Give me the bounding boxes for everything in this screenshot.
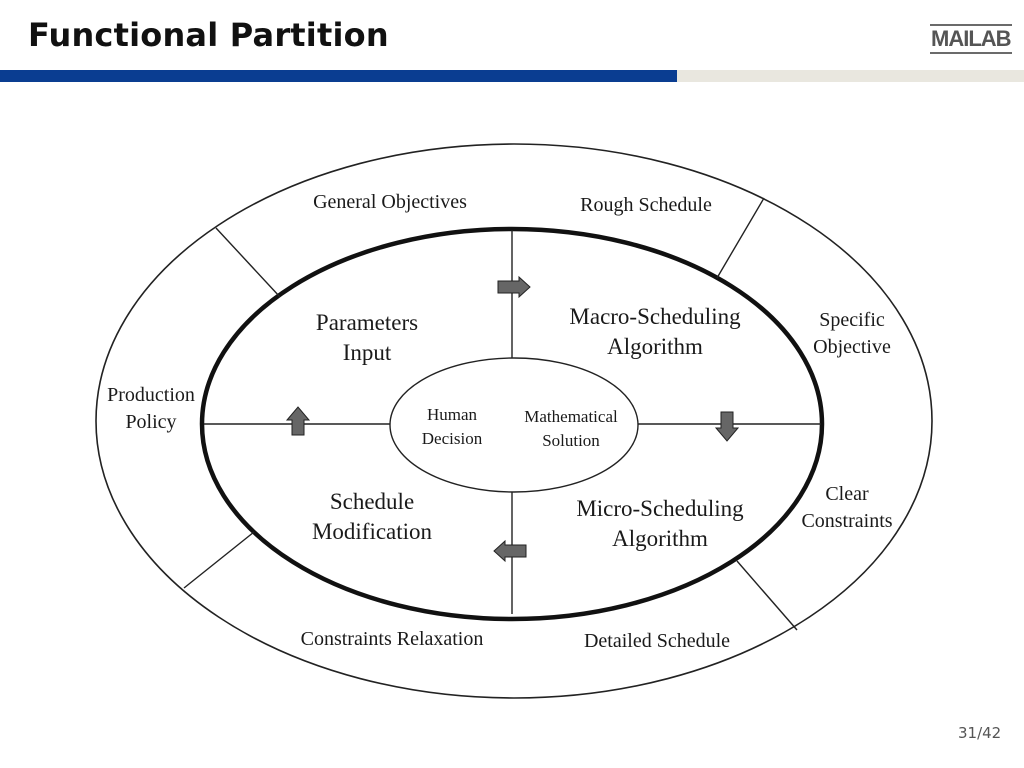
divider-production-policy xyxy=(183,531,255,589)
arrow-left-icon xyxy=(493,539,527,563)
label-macro-scheduling-line1: Macro-Scheduling xyxy=(569,304,741,329)
label-specific-objective-line2: Objective xyxy=(813,336,891,358)
label-specific-objective-line1: Specific xyxy=(819,309,885,331)
label-clear-constraints-line2: Constraints xyxy=(801,510,892,532)
slide-title: Functional Partition xyxy=(28,16,389,54)
label-general-objectives: General Objectives xyxy=(313,191,467,213)
mailab-logo: MAILAB xyxy=(930,24,1012,54)
label-parameters-input-line2: Input xyxy=(343,340,392,365)
label-mathematical-solution-line1: Mathematical xyxy=(524,407,618,426)
page-number: 31/42 xyxy=(958,724,1002,742)
label-human-decision-line2: Decision xyxy=(422,429,483,448)
label-constraints-relaxation: Constraints Relaxation xyxy=(301,628,484,650)
label-production-policy-line1: Production xyxy=(107,384,195,406)
label-human-decision-line1: Human xyxy=(427,405,478,424)
label-macro-scheduling-line2: Algorithm xyxy=(607,334,703,359)
label-detailed-schedule: Detailed Schedule xyxy=(584,630,730,652)
outer-ellipse xyxy=(95,143,933,699)
label-micro-scheduling-line1: Micro-Scheduling xyxy=(576,496,744,521)
label-production-policy-line2: Policy xyxy=(125,411,176,433)
label-schedule-modification-line1: Schedule xyxy=(330,489,414,514)
divider-rough-schedule xyxy=(716,197,765,279)
arrow-up-icon xyxy=(285,406,311,436)
label-rough-schedule: Rough Schedule xyxy=(580,194,712,216)
divider-general-objectives xyxy=(215,227,281,298)
inner-ellipse xyxy=(199,226,825,622)
label-mathematical-solution-line2: Solution xyxy=(542,431,600,450)
arrow-down-icon xyxy=(714,411,740,442)
label-schedule-modification-line2: Modification xyxy=(312,519,433,544)
center-ellipse xyxy=(389,357,639,493)
arrow-right-icon xyxy=(497,275,531,299)
label-clear-constraints-line1: Clear xyxy=(825,483,869,505)
label-micro-scheduling-line2: Algorithm xyxy=(612,526,708,551)
label-parameters-input-line1: Parameters xyxy=(316,310,418,335)
header-bar-gray xyxy=(677,70,1024,82)
header-bar-blue xyxy=(0,70,677,82)
divider-detailed-schedule xyxy=(736,560,798,631)
